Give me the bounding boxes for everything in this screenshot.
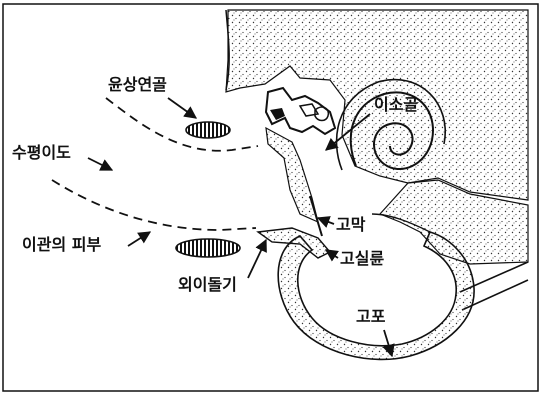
label-tympanic-ring: 고실륜 [340, 249, 384, 268]
cartilage-oval-upper [186, 122, 230, 138]
label-external-ear-protrusion: 외이돌기 [178, 275, 237, 294]
cartilage-oval-lower [176, 239, 240, 257]
label-horizontal-canal: 수평이도 [12, 143, 71, 162]
label-auricular-cartilage: 윤상연골 [108, 75, 167, 94]
label-ossicles: 이소골 [374, 95, 418, 114]
label-ear-canal-skin: 이관의 피부 [22, 235, 101, 254]
label-tympanic-bulla: 고포 [356, 307, 386, 326]
label-eardrum: 고막 [336, 215, 366, 234]
